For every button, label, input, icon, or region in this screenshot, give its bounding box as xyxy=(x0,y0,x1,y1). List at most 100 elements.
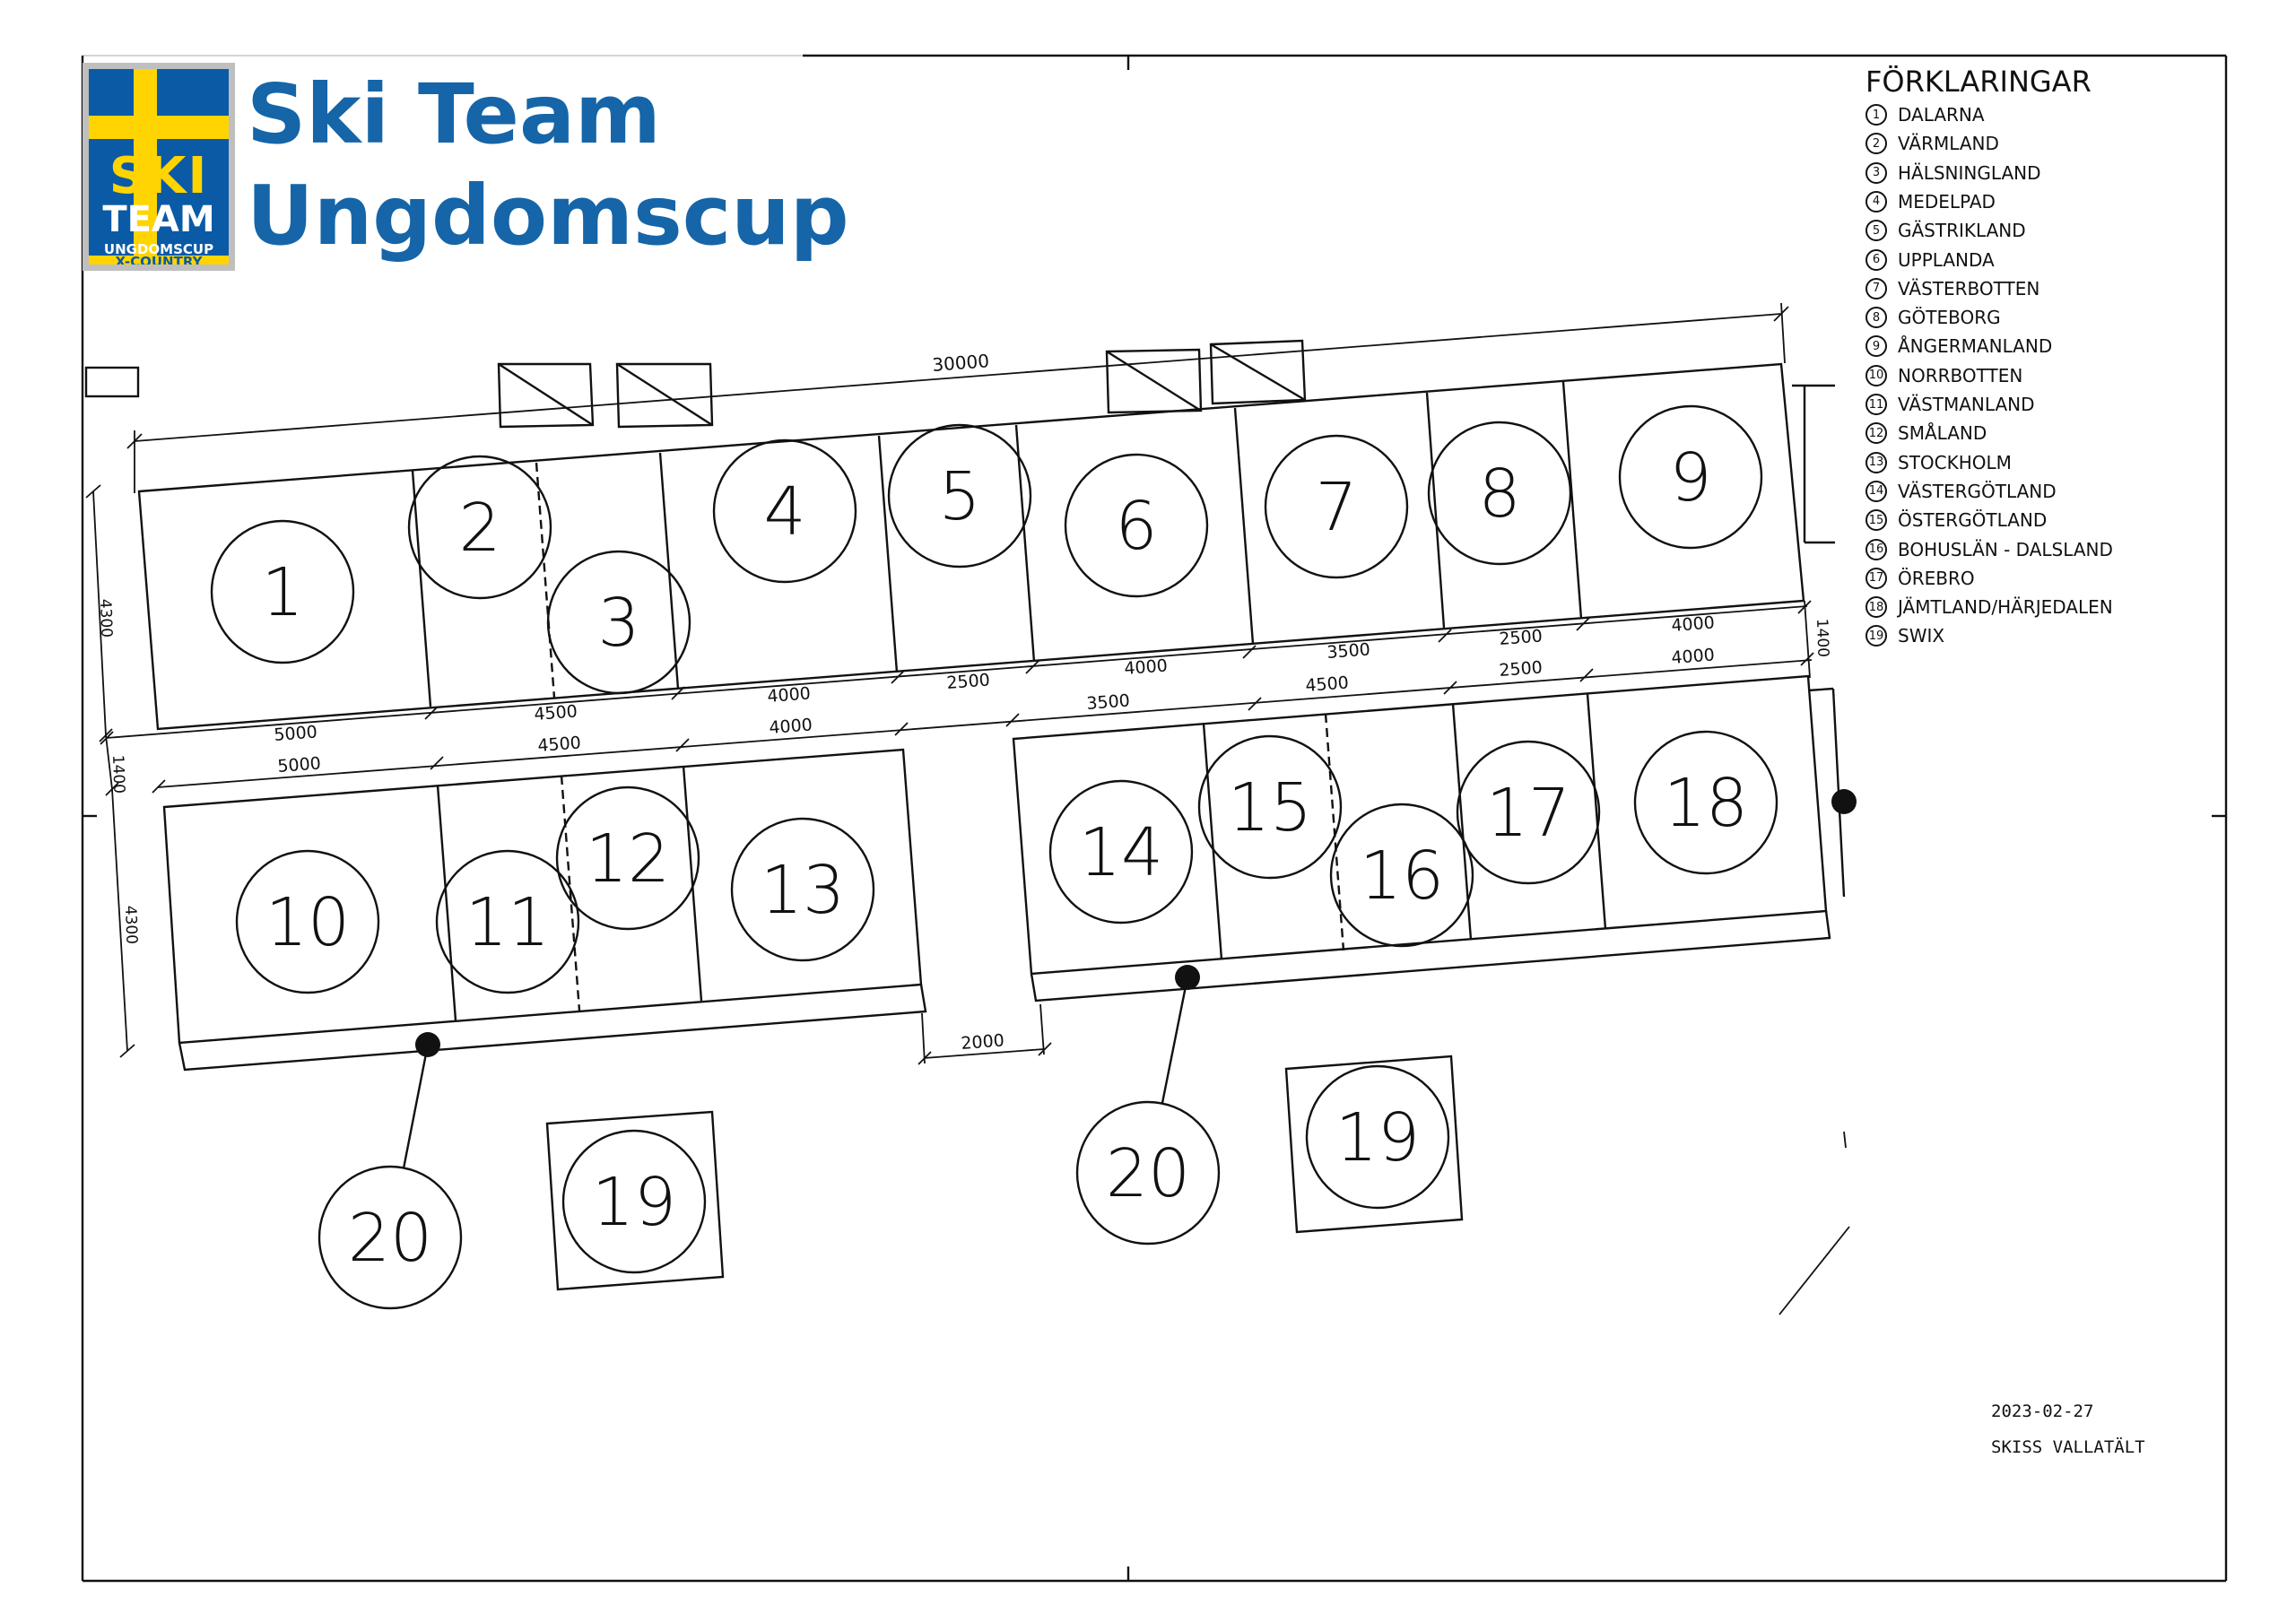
legend-item-label: VÄSTERGÖTLAND xyxy=(1898,480,2057,502)
stall-circle xyxy=(561,1129,707,1274)
legend-item-number: 11 xyxy=(1866,394,1887,415)
swix-boxes xyxy=(545,1055,1464,1291)
legend-item-number: 9 xyxy=(1866,335,1887,358)
legend-item-number: 1 xyxy=(1866,104,1887,126)
logo-cross-vertical xyxy=(134,69,157,265)
logo-ski-text: SKI xyxy=(109,147,209,205)
overall-dimension-label: 30000 xyxy=(932,350,990,376)
dim-bot-3: 4000 xyxy=(769,715,813,738)
tent-row-top xyxy=(137,362,1835,731)
stall-number: 4 xyxy=(763,473,805,551)
page-title-line-1: Ski Team xyxy=(247,66,661,162)
gap-dimension xyxy=(918,1003,1052,1065)
legend-item-number: 7 xyxy=(1866,277,1887,299)
dim-bot-6: 2500 xyxy=(1499,657,1544,681)
dim-bot-2: 4500 xyxy=(537,733,582,756)
page-title-line-2: Ungdomscup xyxy=(247,168,849,264)
legend-item: 10 NORRBOTTEN xyxy=(1866,363,2022,388)
stall-circle xyxy=(1305,1064,1450,1210)
stall-circle xyxy=(1618,404,1763,550)
dim-top-5: 4000 xyxy=(1124,655,1169,679)
drawing-border xyxy=(81,54,2228,1583)
stall-number: 12 xyxy=(586,820,670,898)
dim-top-7: 2500 xyxy=(1499,626,1544,649)
stall-number: 9 xyxy=(1669,439,1711,516)
legend-item-label: HÄLSNINGLAND xyxy=(1898,161,2041,184)
legend-item-number: 3 xyxy=(1866,161,1887,184)
dim-bot-7: 4000 xyxy=(1671,645,1716,668)
legend-heading: FÖRKLARINGAR xyxy=(1866,65,2092,99)
stall-number: 13 xyxy=(761,852,845,929)
logo-xcountry-text: X-COUNTRY xyxy=(89,256,229,265)
legend-item-number: 6 xyxy=(1866,248,1887,271)
tent-row-bottom-left xyxy=(162,748,927,1072)
stall-circle xyxy=(1075,1100,1221,1245)
stall-number: 10 xyxy=(265,884,350,961)
legend-item-number: 5 xyxy=(1866,220,1887,242)
legend-item-label: MEDELPAD xyxy=(1898,190,1996,213)
legend-item: 6 UPPLANDA xyxy=(1866,247,1995,273)
legend-item-label: ÖSTERGÖTLAND xyxy=(1898,509,2048,532)
stall-number: 2 xyxy=(458,490,500,567)
legend-item: 9 ÅNGERMANLAND xyxy=(1866,334,2052,359)
stall-number: 15 xyxy=(1228,769,1312,846)
stall-circle xyxy=(235,849,380,994)
stall-circle xyxy=(1264,434,1409,579)
stall-number: 8 xyxy=(1478,456,1520,533)
dim-bot-4: 3500 xyxy=(1086,690,1131,714)
legend-item-number: 13 xyxy=(1866,451,1887,473)
legend-item-label: NORRBOTTEN xyxy=(1898,364,2023,386)
legend-item: 3 HÄLSNINGLAND xyxy=(1866,161,2041,186)
stall-circle xyxy=(435,849,580,994)
stall-circle xyxy=(712,438,857,584)
legend-item-label: SWIX xyxy=(1898,625,1945,647)
dim-top-2: 4500 xyxy=(534,701,578,725)
logo-team-text: TEAM xyxy=(102,199,215,240)
stall-number: 18 xyxy=(1664,765,1748,842)
stall-number: 16 xyxy=(1360,838,1444,915)
legend-item-label: ÖREBRO xyxy=(1898,567,1975,589)
stall-number: 5 xyxy=(938,458,980,535)
stall-circle xyxy=(407,455,552,600)
legend-item-label: DALARNA xyxy=(1898,104,1985,126)
legend-item-label: STOCKHOLM xyxy=(1898,451,2012,473)
stall-number: 6 xyxy=(1115,488,1157,565)
overall-dimension xyxy=(126,302,1789,493)
stall-circle xyxy=(1633,730,1779,875)
stall-circle xyxy=(1456,740,1601,885)
stall-number: 14 xyxy=(1079,814,1163,891)
dim-bot-1: 5000 xyxy=(277,753,322,777)
legend-item-label: ÅNGERMANLAND xyxy=(1898,335,2053,358)
stall-number: 20 xyxy=(348,1200,432,1277)
stall-circle xyxy=(555,785,700,931)
posts xyxy=(402,789,1857,1169)
adjacent-structure-lines xyxy=(1779,1131,1850,1315)
legend-item-label: JÄMTLAND/HÄRJEDALEN xyxy=(1898,596,2113,619)
legend-item-label: BOHUSLÄN - DALSLAND xyxy=(1898,538,2113,560)
stall-number: 1 xyxy=(261,554,303,631)
stall-circle xyxy=(546,550,691,695)
legend-item: 13 STOCKHOLM xyxy=(1866,450,2012,475)
legend-item-number: 10 xyxy=(1866,364,1887,386)
drawing-caption: SKISS VALLATÄLT xyxy=(1991,1437,2145,1457)
stall-circle xyxy=(317,1165,463,1310)
stall-circle xyxy=(1197,734,1343,880)
legend-item-label: UPPLANDA xyxy=(1898,248,1995,271)
dim-depth-1: 4300 xyxy=(96,598,115,638)
legend-item-number: 8 xyxy=(1866,307,1887,329)
legend-item-number: 14 xyxy=(1866,480,1887,502)
stall-number: 20 xyxy=(1106,1135,1190,1212)
stall-number: 3 xyxy=(597,585,639,662)
stall-number: 19 xyxy=(1335,1099,1420,1176)
stall-circle xyxy=(1427,421,1572,566)
